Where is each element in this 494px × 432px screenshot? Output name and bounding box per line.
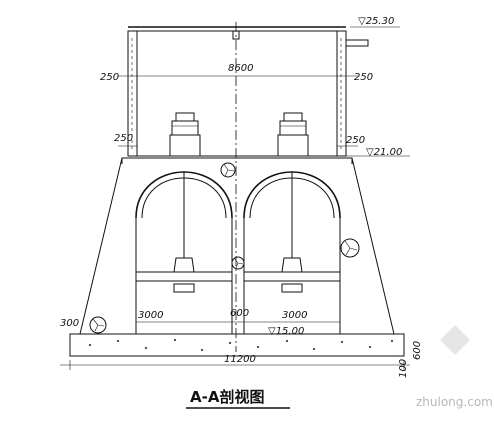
- dim-bay-right: 3000: [282, 310, 307, 321]
- motor-cap: [175, 112, 195, 122]
- left-beam: [135, 271, 233, 282]
- lower-wall-dimensions: 250 250 ▽21.00: [114, 133, 410, 158]
- dim-base-offset: 300: [60, 318, 79, 329]
- roof-overhang: [345, 39, 369, 47]
- upper-dimension: 8600 250 250: [100, 63, 373, 83]
- foundation-slab: 11200 100 600: [60, 333, 423, 378]
- elevation-bottom-label: ▽15.00: [268, 326, 304, 337]
- motor-base: [277, 134, 309, 157]
- dim-base-width: 11200: [224, 354, 256, 365]
- tank-body: 3000 600 3000 ▽15.00 300: [60, 157, 395, 337]
- watermark: zhulong.com: [416, 325, 493, 409]
- slab-outline: [69, 333, 405, 357]
- left-wall: [127, 30, 138, 157]
- dim-wall-left-lower: 250: [114, 133, 133, 144]
- left-impeller: [173, 257, 195, 273]
- right-impeller: [281, 257, 303, 273]
- dim-wall-right-lower: 250: [346, 135, 365, 146]
- watermark-logo: [440, 325, 470, 355]
- valve-symbol: [220, 162, 236, 178]
- motor-right: [277, 112, 309, 157]
- dim-upper-span: 8600: [228, 63, 253, 74]
- dim-wall-left-upper: 250: [100, 72, 119, 83]
- dim-wall-right-upper: 250: [354, 72, 373, 83]
- superstructure: [127, 26, 369, 157]
- valve-symbol: [231, 256, 245, 270]
- motor-body: [279, 120, 307, 136]
- motor-body: [171, 120, 199, 136]
- elevation-mid-label: ▽21.00: [366, 147, 402, 158]
- dim-base-thickness-b: 600: [412, 341, 423, 360]
- right-propeller: [281, 283, 303, 293]
- watermark-text: zhulong.com: [416, 395, 493, 409]
- dim-divider: 600: [230, 308, 249, 319]
- dim-base-thickness-a: 100: [398, 359, 409, 378]
- left-propeller: [173, 283, 195, 293]
- elevation-top-label: ▽25.30: [358, 16, 394, 27]
- valve-symbol: [340, 238, 360, 258]
- valve-symbol: [89, 316, 107, 334]
- right-wall: [336, 30, 347, 157]
- elevation-top: ▽25.30: [350, 16, 400, 28]
- drawing-title: A-A剖视图: [186, 388, 290, 409]
- right-beam: [243, 271, 341, 282]
- dim-bay-left: 3000: [138, 310, 163, 321]
- title-text: A-A剖视图: [190, 388, 264, 406]
- motor-left: [169, 112, 201, 157]
- motor-cap: [283, 112, 303, 122]
- motor-base: [169, 134, 201, 157]
